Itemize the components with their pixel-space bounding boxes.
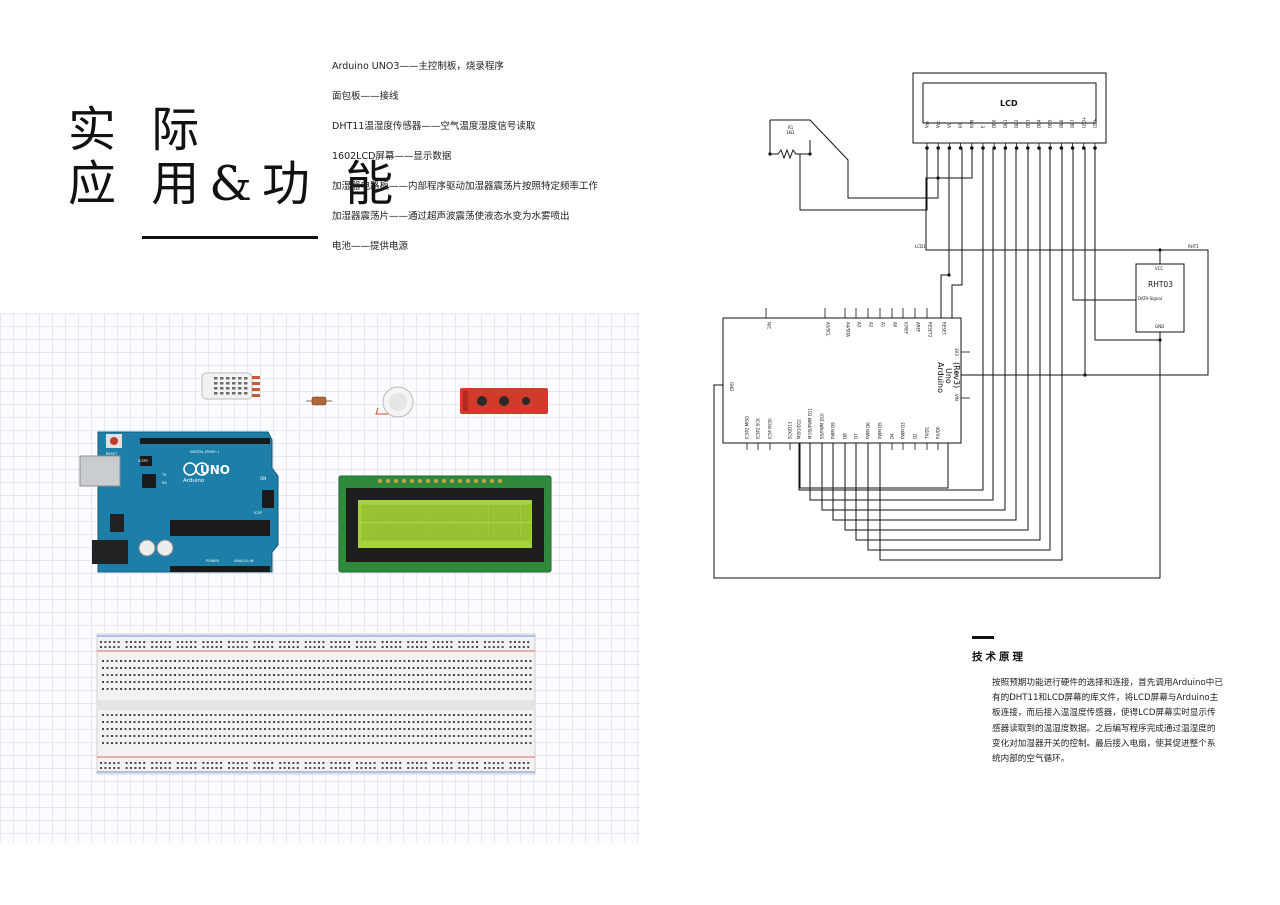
small-resistor	[306, 396, 332, 406]
dht11-sensor	[201, 372, 260, 400]
arduino-bottom-pin-label: PWM D9	[831, 422, 836, 439]
icsp2-label: ICSP2	[138, 459, 148, 463]
arduino-label-line-3: (Rev3)	[952, 362, 961, 388]
arduino-bottom-pin-label: D2	[913, 433, 918, 439]
sensor-vcc-pin: VCC	[1155, 266, 1164, 271]
arduino-top-pin-label: RESET2	[928, 322, 933, 338]
arduino-bottom-pin-label: ICSP2 SCK	[756, 418, 761, 439]
circuit-schematic: Vss Vcc V0 RS R/W E DB0 DB1 DB2 DB3 DB4 DB5 DB6 DB7 LE…	[713, 72, 1209, 579]
page-title-line-2: 应 用&功 能	[68, 156, 404, 212]
arduino-top-pin-label: A0	[893, 322, 898, 328]
arduino-label-line-1: Arduino	[936, 362, 945, 393]
arduino-brand-text: Arduino	[183, 478, 205, 484]
arduino-top-pin-label: A5/SCL	[826, 322, 831, 337]
lcd-pin-label: V0	[947, 122, 952, 128]
icsp-label: ICSP	[254, 511, 262, 515]
lcd-pin-label: DB2	[1014, 119, 1019, 128]
lcd-pin-label: DB3	[1025, 119, 1030, 128]
lcd-pin-label: E	[981, 125, 986, 128]
arduino-right-pin-label: 5V	[954, 371, 959, 377]
reset-label: RESET	[106, 452, 118, 456]
component-item: 电池——提供电源	[332, 241, 409, 252]
arduino-bottom-pin-label: ICSP2 MISO	[745, 416, 750, 439]
sensor-data-pin: DATA-Signal	[1138, 296, 1162, 301]
lcd-pin-label: Vcc	[936, 121, 941, 128]
arduino-uno-board: UNO Arduino RESET ICSP2 TX RX ON ICSP DI…	[79, 431, 279, 573]
arduino-top-pin-label: N/C	[767, 322, 772, 329]
arduino-top-pin-label: IOREF	[904, 322, 909, 335]
arduino-bottom-pin-label: MOSI/PWM D11	[808, 408, 813, 439]
arduino-top-pin-label: RESET	[942, 322, 947, 335]
arduino-bottom-pin-label: PWM D5	[878, 422, 883, 439]
component-item: 加湿器电路板——内部程序驱动加湿器震荡片按照特定频率工作	[332, 181, 599, 192]
lcd-pin-label: DB1	[1003, 119, 1008, 128]
analog-label: ANALOG IN	[234, 559, 254, 563]
arduino-top-pin-label: AREF	[916, 322, 921, 333]
arduino-right-pin-label: VIN	[954, 394, 959, 401]
sensor-gnd-pin: GND	[1155, 324, 1164, 329]
arduino-bottom-pin-label: SCK/D13	[788, 421, 793, 439]
lcd-pin-label: DB6	[1059, 119, 1064, 128]
arduino-bottom-pin-label: PWM D6	[866, 422, 871, 439]
component-item: Arduino UNO3——主控制板，烧录程序	[332, 61, 504, 72]
lcd-schematic-label: LCD	[1000, 99, 1018, 108]
arduino-bottom-pin-label: MISO/D12	[797, 419, 802, 439]
sensor-name: RHT03	[1148, 280, 1173, 289]
breadboard	[96, 633, 536, 775]
resistor-label: R1	[788, 125, 794, 130]
arduino-bottom-pin-label: RX/D0	[936, 426, 941, 439]
arduino-right-pin-label: 3V3	[954, 348, 959, 356]
technique-title: 技术原理	[972, 651, 1026, 663]
arduino-bottom-pin-label: PWM D3	[901, 422, 906, 439]
title-underline	[142, 236, 318, 239]
lcd-pin-label: R/W	[969, 120, 974, 128]
technique-body: 按照预期功能进行硬件的选择和连接，首先调用Arduino中已有的DHT11和LC…	[992, 678, 1223, 765]
arduino-top-pin-label: A4/SDA	[846, 322, 851, 337]
tx-label: TX	[161, 473, 167, 477]
arduino-top-pin-label: A3	[857, 322, 862, 328]
arduino-bottom-pin-label: D4	[890, 433, 895, 439]
lcd-pin-label: DB4	[1037, 119, 1042, 128]
lcd-pin-label: RS	[958, 122, 963, 128]
lcd-pin-label: DB0	[992, 119, 997, 128]
red-sensor-board	[460, 388, 548, 414]
lcd-pin-label: DB5	[1048, 119, 1053, 128]
component-item: 1602LCD屏幕——显示数据	[332, 151, 452, 162]
lcd1602-module	[338, 475, 552, 573]
lcd-schematic-block	[912, 72, 1107, 144]
lcd-pin-label: LED-	[1093, 118, 1098, 128]
digital-label: DIGITAL (PWM~)	[190, 450, 220, 454]
arduino-bottom-pin-label: D8	[843, 433, 848, 439]
arduino-bottom-pin-label: SS/PWM D10	[820, 413, 825, 439]
arduino-schematic-block	[722, 317, 962, 444]
arduino-top-pin-label: A1	[881, 322, 886, 328]
resistor-value: 1KΩ	[786, 130, 794, 135]
lcd-pin-label: LED+	[1081, 117, 1086, 128]
piezo-disc	[375, 386, 414, 418]
on-label: ON	[260, 476, 266, 481]
arduino-bottom-pin-label: TX/D1	[925, 426, 930, 440]
lcd-part-label: LCD1	[915, 244, 926, 249]
component-item: DHT11温湿度传感器——空气温度湿度信号读取	[332, 121, 536, 132]
arduino-left-pin-label: GND	[729, 382, 734, 391]
lcd-pin-label: Vss	[925, 121, 930, 128]
component-item: 加湿器震荡片——通过超声波震荡使液态水变为水雾喷出	[332, 211, 570, 222]
lcd-pin-label: DB7	[1070, 119, 1075, 128]
parts-illustration: UNO Arduino RESET ICSP2 TX RX ON ICSP DI…	[79, 372, 552, 775]
page-title-line-1: 实 际	[68, 102, 210, 158]
component-item: 面包板——接线	[332, 91, 399, 102]
arduino-bottom-pin-label: ICSP MOSI	[768, 418, 773, 439]
arduino-bottom-pin-label: D7	[854, 433, 859, 439]
arduino-label-line-2: Uno	[944, 368, 953, 384]
technique-dash	[972, 636, 994, 639]
sensor-part-label: RHT1	[1188, 244, 1199, 249]
power-label: POWER	[206, 559, 220, 563]
rx-label: RX	[162, 481, 167, 485]
arduino-top-pin-label: A2	[869, 322, 874, 328]
